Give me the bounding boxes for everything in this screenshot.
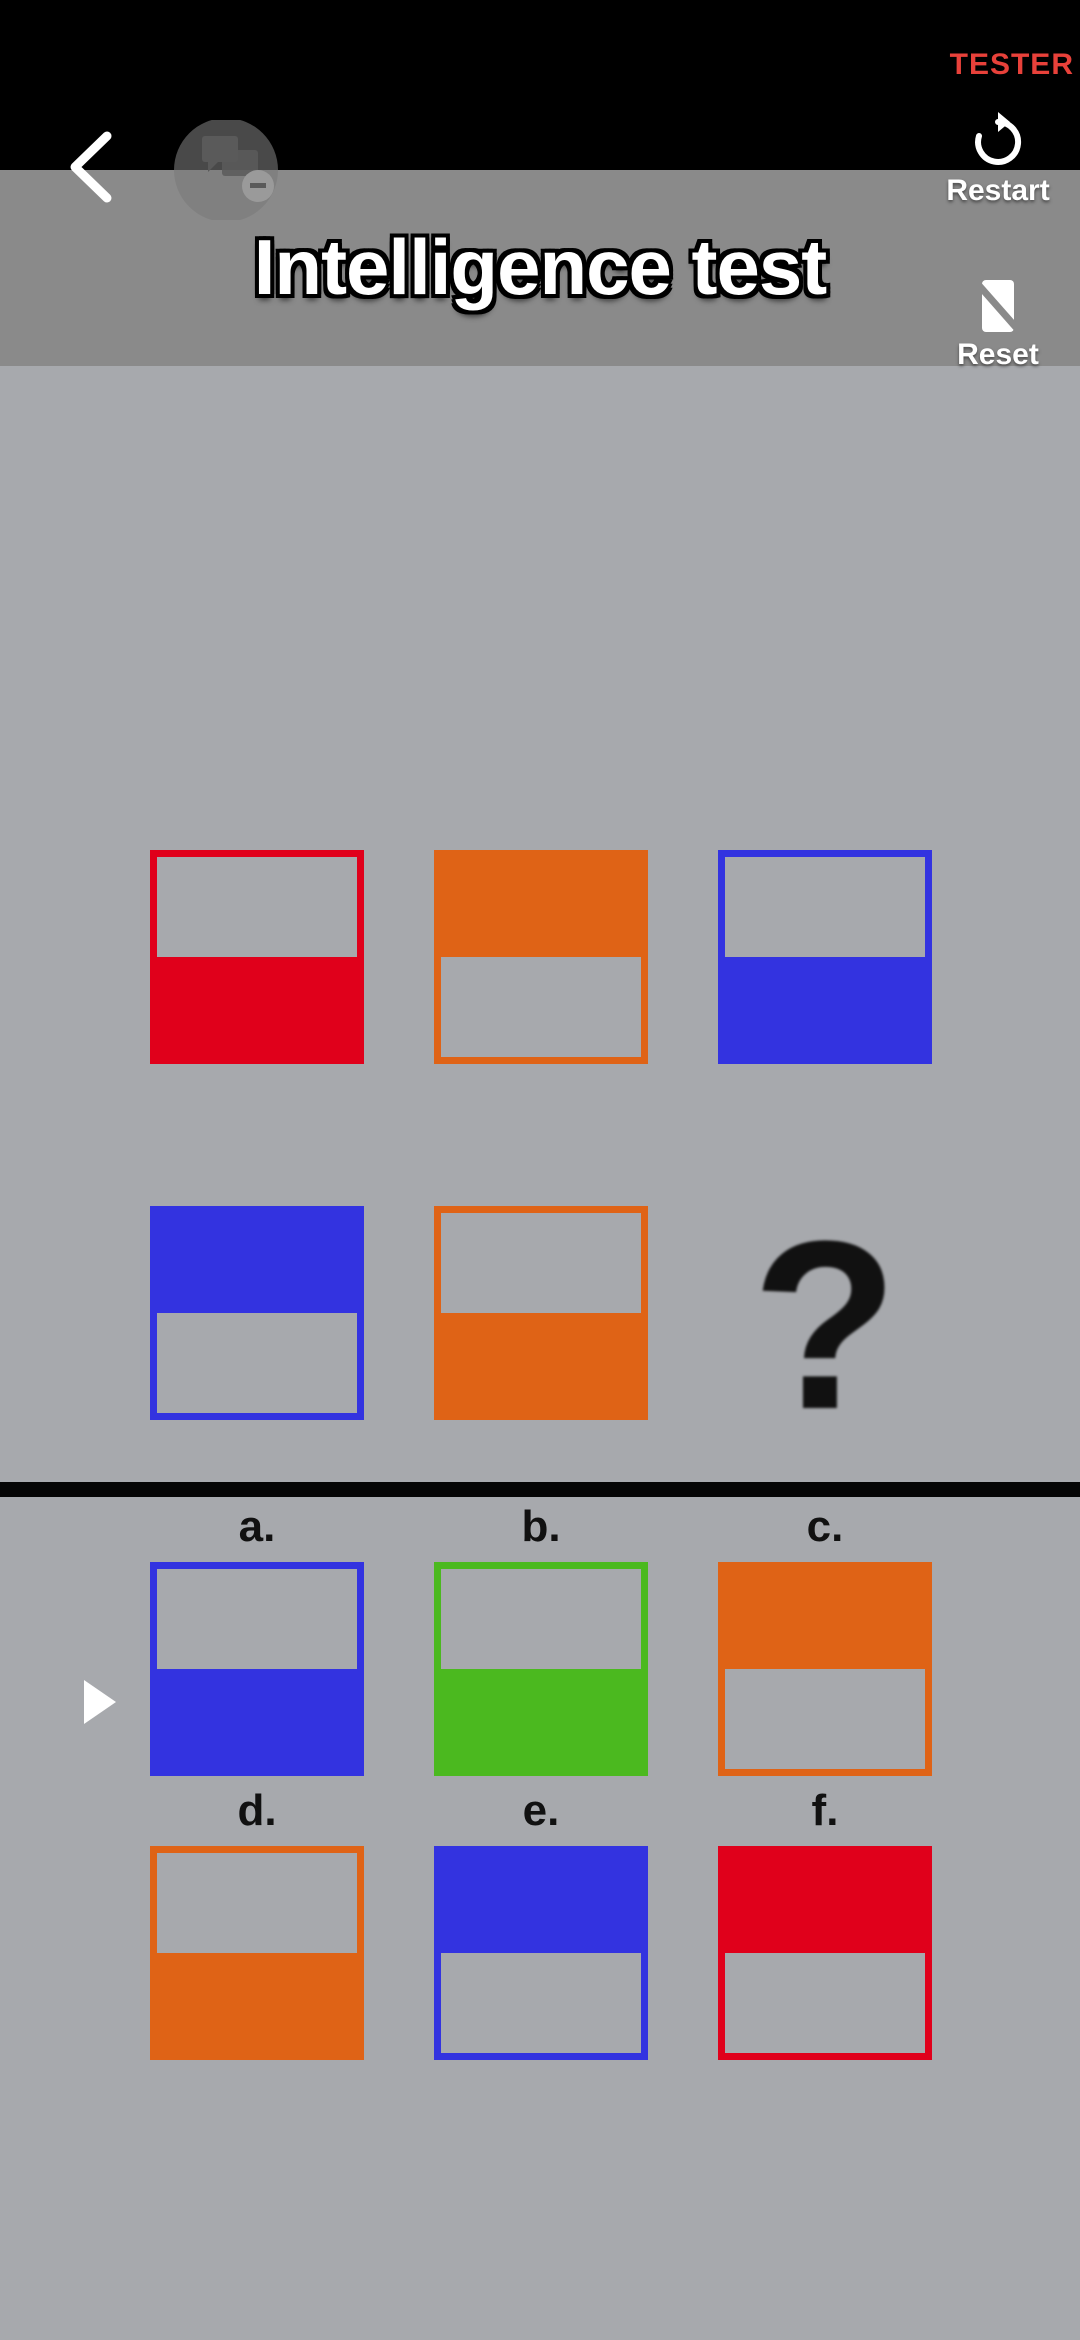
option-label: a. [238, 1502, 276, 1551]
chat-toggle-button[interactable] [170, 118, 290, 222]
reset-label: Reset [957, 338, 1039, 371]
chevron-left-icon [70, 131, 112, 203]
restart-label: Restart [946, 174, 1050, 207]
restart-button[interactable]: Restart [938, 112, 1058, 208]
square-empty-half [725, 1669, 925, 1769]
title-header [0, 170, 1080, 366]
option-square-a[interactable] [150, 1562, 364, 1776]
tester-badge: TESTER [949, 48, 1074, 81]
reset-button[interactable]: Reset [938, 276, 1058, 372]
puzzle-square-1 [150, 850, 364, 1064]
option-label: c. [806, 1502, 844, 1551]
puzzle-square-2 [434, 850, 648, 1064]
square-empty-half [441, 957, 641, 1057]
square-empty-half [725, 1953, 925, 2053]
back-button[interactable] [55, 122, 135, 212]
option-square-d[interactable] [150, 1846, 364, 2060]
square-empty-half [725, 857, 925, 957]
option-square-e[interactable] [434, 1846, 648, 2060]
square-empty-half [441, 1569, 641, 1669]
play-button[interactable] [80, 1676, 120, 1728]
phone-off-icon [973, 279, 1023, 335]
square-empty-half [441, 1213, 641, 1313]
puzzle-square-3 [718, 850, 932, 1064]
chat-bubbles-minus-icon [174, 118, 278, 222]
option-label: b. [521, 1502, 561, 1551]
square-empty-half [441, 1953, 641, 2053]
page-title: Intelligence test [253, 223, 828, 311]
option-label: d. [237, 1786, 277, 1835]
puzzle-square-4 [150, 1206, 364, 1420]
status-bar [0, 0, 1080, 170]
question-mark: ? [751, 1191, 899, 1459]
play-icon [84, 1680, 116, 1724]
restart-icon [975, 112, 1022, 165]
option-square-c[interactable] [718, 1562, 932, 1776]
option-label: f. [811, 1786, 839, 1835]
option-square-b[interactable] [434, 1562, 648, 1776]
divider [0, 1482, 1080, 1497]
square-empty-half [157, 857, 357, 957]
option-square-f[interactable] [718, 1846, 932, 2060]
option-label: e. [522, 1786, 560, 1835]
square-empty-half [157, 1569, 357, 1669]
square-empty-half [157, 1313, 357, 1413]
puzzle-square-5 [434, 1206, 648, 1420]
square-empty-half [157, 1853, 357, 1953]
